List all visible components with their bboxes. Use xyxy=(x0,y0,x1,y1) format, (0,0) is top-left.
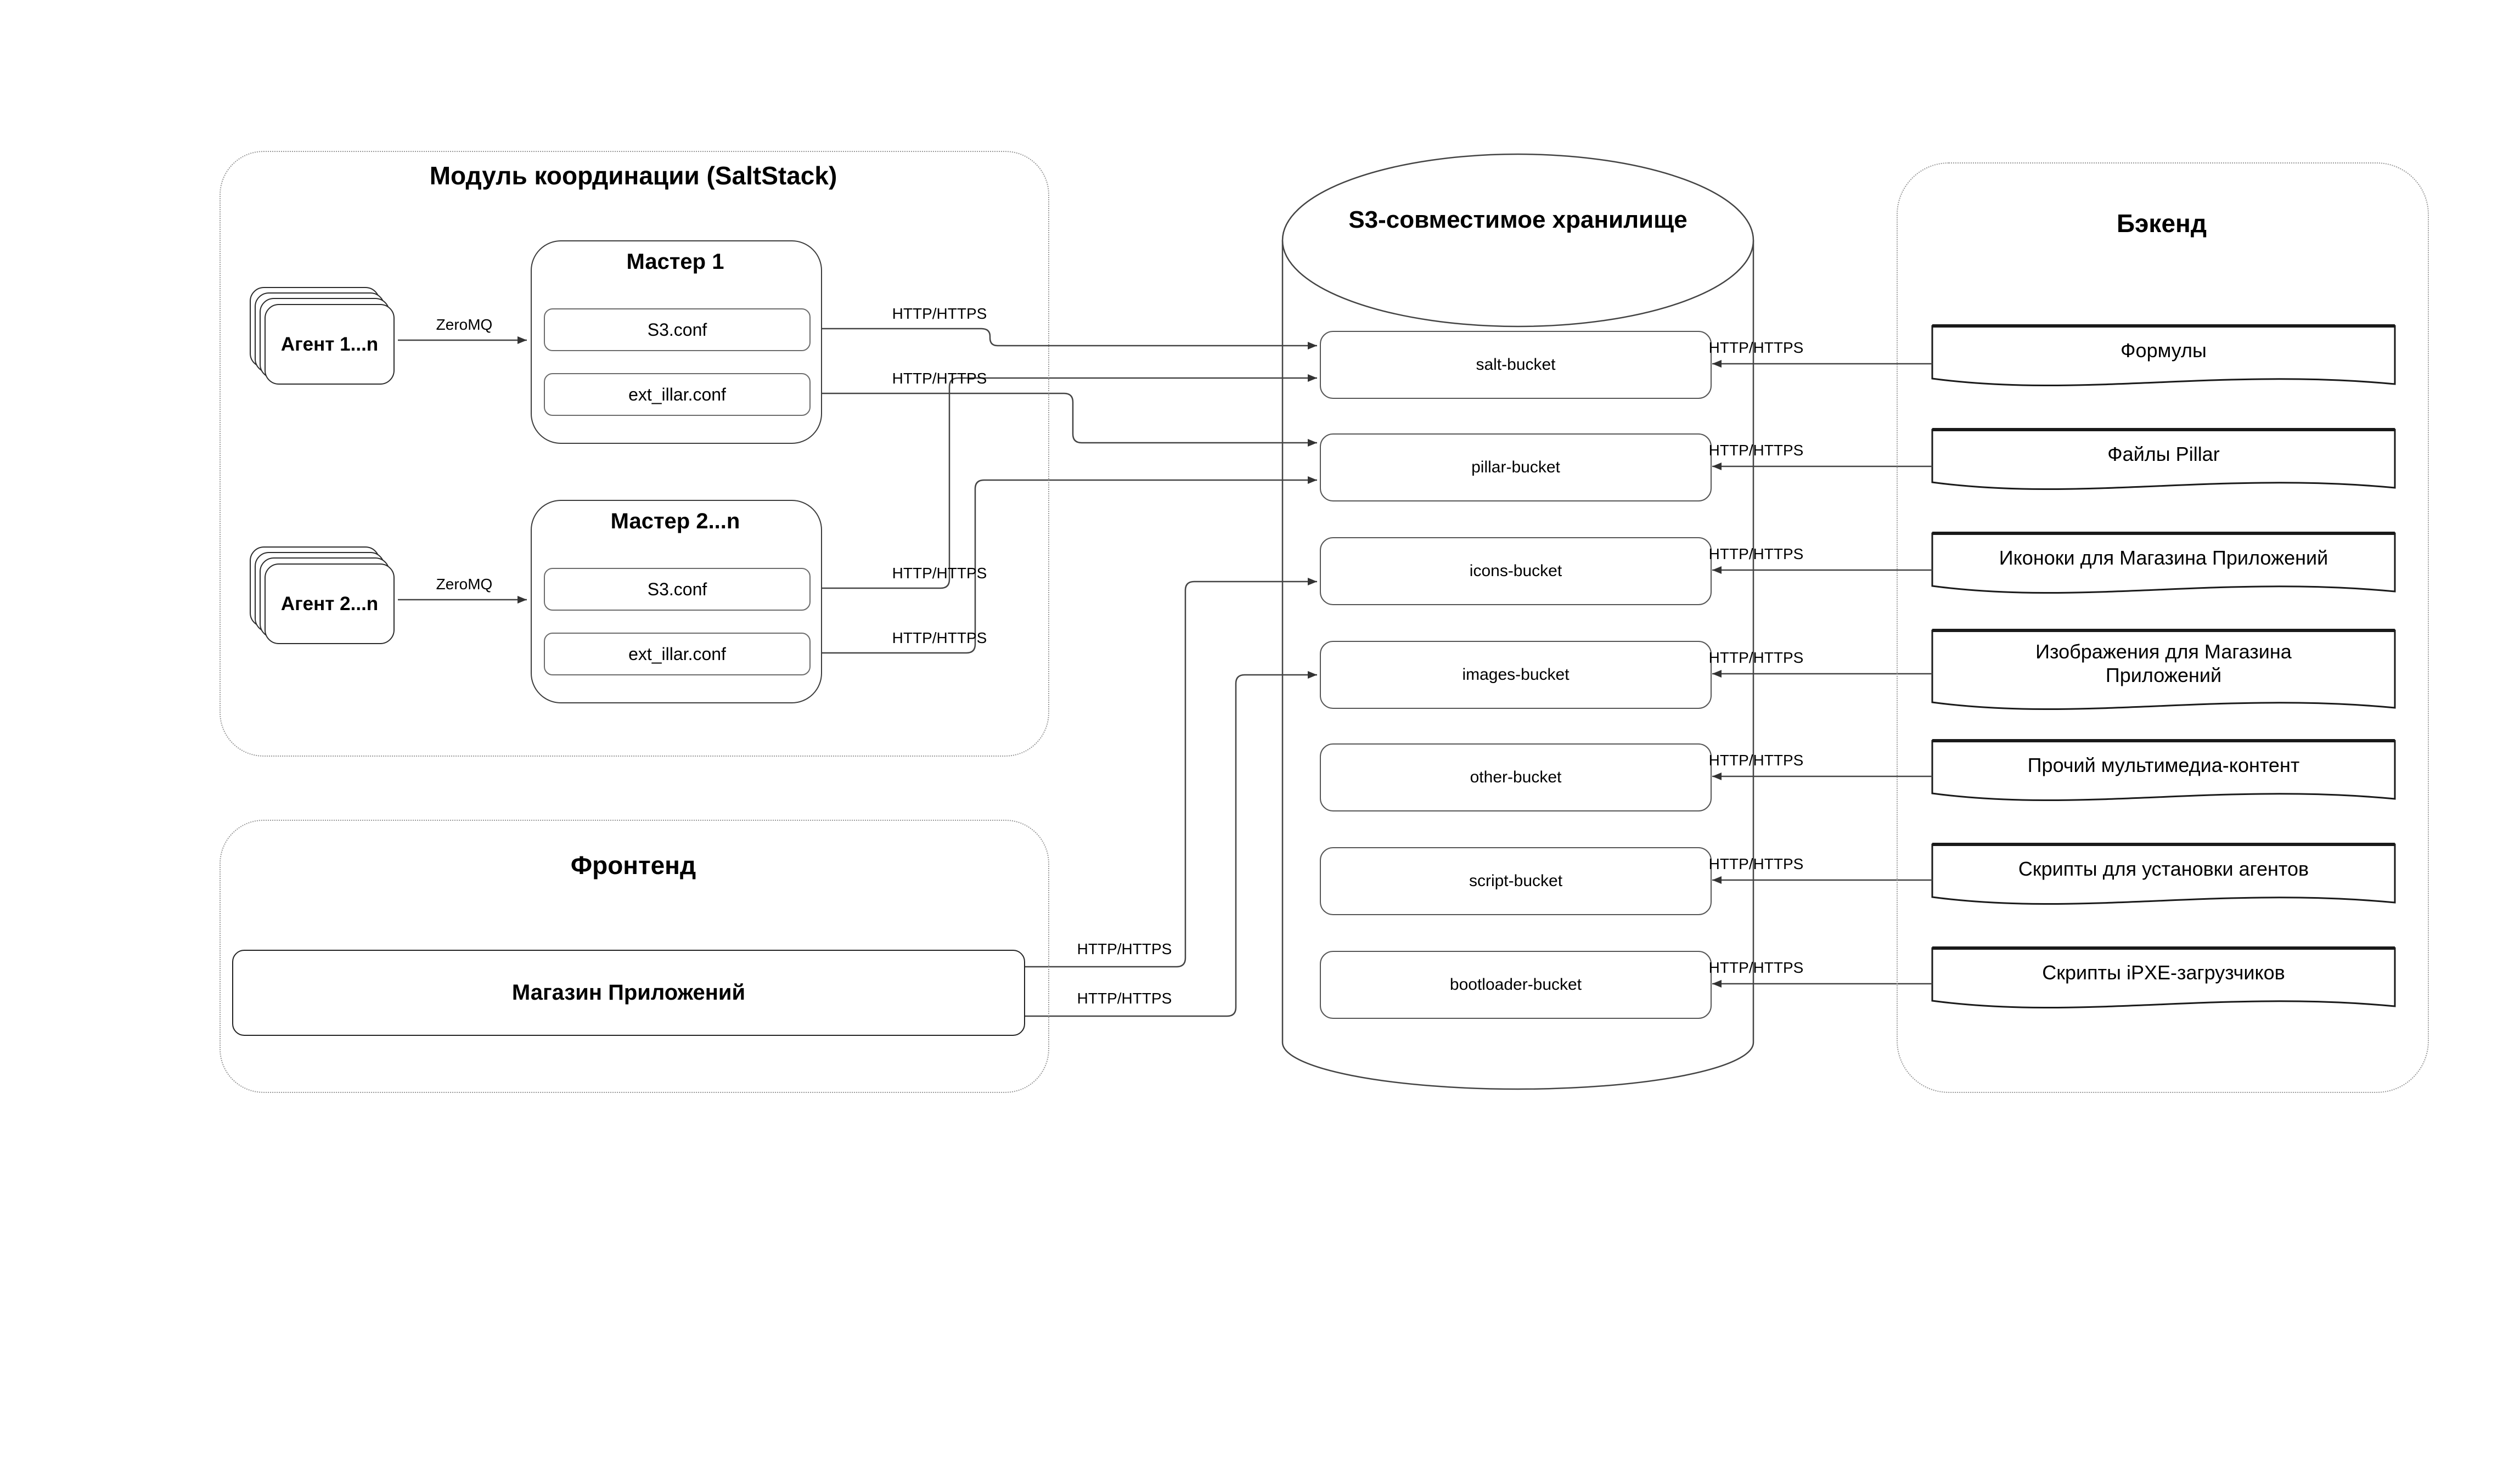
bucket-pillar: pillar-bucket xyxy=(1320,433,1712,501)
backend-document-shapes xyxy=(1931,324,2396,1009)
edge-store-iconsbucket xyxy=(1023,578,1317,968)
http-edge-label: HTTP/HTTPS xyxy=(892,565,987,582)
http-edge-label: HTTP/HTTPS xyxy=(1708,442,1804,459)
edge-m2s3-saltbucket xyxy=(808,374,1317,589)
master2-ext-illar-conf: ext_illar.conf xyxy=(544,633,811,675)
connectors xyxy=(398,328,1932,1017)
document-shape xyxy=(1931,325,2396,387)
http-edge-label: HTTP/HTTPS xyxy=(1708,339,1804,356)
http-edge-label: HTTP/HTTPS xyxy=(892,370,987,387)
bucket-salt: salt-bucket xyxy=(1320,331,1712,399)
bucket-images: images-bucket xyxy=(1320,641,1712,709)
http-edge-label: HTTP/HTTPS xyxy=(1077,990,1172,1007)
document-shape xyxy=(1931,429,2396,491)
document-shape xyxy=(1931,740,2396,802)
http-edge-label: HTTP/HTTPS xyxy=(892,305,987,322)
http-edge-label: HTTP/HTTPS xyxy=(1077,940,1172,957)
artifact-other-media: Прочий мультимедиа-контент xyxy=(2027,754,2300,777)
edge-store-imagesbucket xyxy=(1023,671,1317,1017)
frontend-title: Фронтенд xyxy=(570,851,696,880)
document-shape xyxy=(1931,629,2396,711)
document-shape xyxy=(1931,947,2396,1009)
agent-card-front: Агент 2...n xyxy=(265,563,395,644)
master2-s3-conf: S3.conf xyxy=(544,568,811,611)
backend-container xyxy=(1897,162,2429,1093)
zeromq-edge-label: ZeroMQ xyxy=(436,316,493,333)
bucket-other: other-bucket xyxy=(1320,743,1712,811)
http-edge-label: HTTP/HTTPS xyxy=(1708,649,1804,666)
bucket-script: script-bucket xyxy=(1320,847,1712,915)
artifact-agent-scripts: Скрипты для установки агентов xyxy=(2018,858,2309,881)
agent-card-front: Агент 1...n xyxy=(265,304,395,385)
edge-m1s3-saltbucket xyxy=(808,328,1317,349)
document-shape xyxy=(1931,843,2396,905)
artifact-images: Изображения для Магазина Приложений xyxy=(2035,640,2292,686)
artifact-ipxe-scripts: Скрипты iPXE-загрузчиков xyxy=(2042,961,2285,984)
app-store-box: Магазин Приложений xyxy=(232,950,1025,1036)
storage-title: S3-совместимое хранилище xyxy=(1348,206,1688,233)
http-edge-label: HTTP/HTTPS xyxy=(892,629,987,646)
edge-m1ext-pillarbucket xyxy=(808,392,1317,447)
document-shape xyxy=(1931,532,2396,594)
artifact-icons: Иконоки для Магазина Приложений xyxy=(1999,546,2328,570)
artifact-pillar-files: Файлы Pillar xyxy=(2107,443,2220,466)
master2-title: Мастер 2...n xyxy=(610,509,740,533)
coordination-module-container xyxy=(220,151,1049,757)
http-edge-label: HTTP/HTTPS xyxy=(1708,855,1804,872)
http-edge-label: HTTP/HTTPS xyxy=(1708,752,1804,769)
backend-title: Бэкенд xyxy=(2116,209,2207,238)
artifact-formulas: Формулы xyxy=(2120,339,2207,362)
agent-group-label: Агент 1...n xyxy=(280,333,379,355)
agent-group-label: Агент 2...n xyxy=(280,593,379,615)
edge-m2ext-pillarbucket xyxy=(808,476,1317,654)
storage-cylinder xyxy=(1281,153,1754,1090)
master1-ext-illar-conf: ext_illar.conf xyxy=(544,373,811,416)
bucket-bootloader: bootloader-bucket xyxy=(1320,951,1712,1019)
master1-s3-conf: S3.conf xyxy=(544,308,811,351)
master1-title: Мастер 1 xyxy=(626,250,724,274)
http-edge-label: HTTP/HTTPS xyxy=(1708,959,1804,976)
http-edge-label: HTTP/HTTPS xyxy=(1708,545,1804,562)
zeromq-edge-label: ZeroMQ xyxy=(436,576,493,593)
bucket-icons: icons-bucket xyxy=(1320,537,1712,605)
coordination-module-title: Модуль координации (SaltStack) xyxy=(429,161,837,190)
frontend-container xyxy=(220,820,1049,1093)
